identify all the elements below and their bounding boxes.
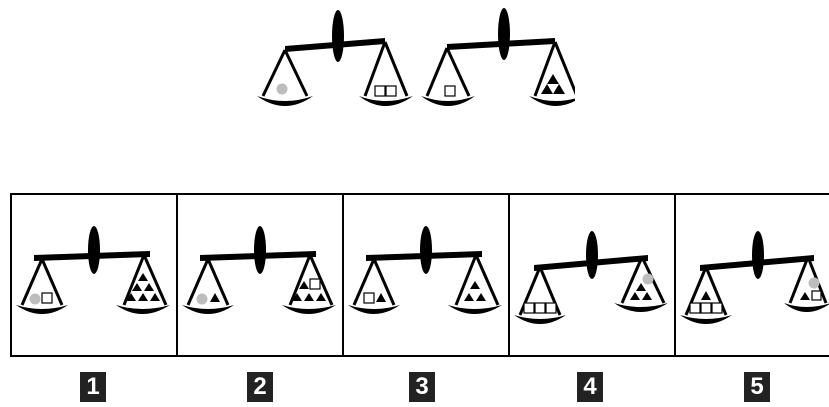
option-5-label: 5 bbox=[744, 372, 770, 402]
options-panel bbox=[10, 193, 829, 357]
weight-triangle bbox=[547, 74, 559, 84]
weight-square bbox=[444, 85, 456, 97]
weight-square bbox=[374, 85, 386, 97]
weight-square bbox=[385, 85, 397, 97]
weight-triangle bbox=[701, 291, 711, 300]
option-1-label: 1 bbox=[80, 372, 106, 402]
weight-triangle bbox=[541, 84, 553, 94]
option-1[interactable] bbox=[12, 195, 178, 355]
weight-square bbox=[534, 302, 546, 314]
option-5[interactable] bbox=[676, 195, 829, 355]
weight-square bbox=[363, 292, 375, 304]
option-2[interactable] bbox=[178, 195, 344, 355]
weight-square bbox=[41, 292, 53, 304]
weight-circle bbox=[196, 293, 208, 305]
weight-square bbox=[523, 302, 535, 314]
weight-square bbox=[545, 302, 557, 314]
weight-square bbox=[689, 302, 701, 314]
premise-scales bbox=[255, 8, 583, 114]
weight-triangle bbox=[210, 293, 220, 302]
weight-triangle bbox=[553, 84, 565, 94]
weight-triangle bbox=[376, 293, 386, 302]
option-4-label: 4 bbox=[577, 372, 603, 402]
premise-scale-2 bbox=[421, 8, 583, 106]
option-3-label: 3 bbox=[409, 372, 435, 402]
option-2-label: 2 bbox=[247, 372, 273, 402]
weight-square bbox=[711, 302, 723, 314]
premise-scale-1 bbox=[257, 10, 413, 106]
weight-circle bbox=[29, 293, 41, 305]
weight-square bbox=[700, 302, 712, 314]
option-3[interactable] bbox=[344, 195, 510, 355]
weight-circle bbox=[276, 83, 288, 95]
option-4[interactable] bbox=[510, 195, 676, 355]
